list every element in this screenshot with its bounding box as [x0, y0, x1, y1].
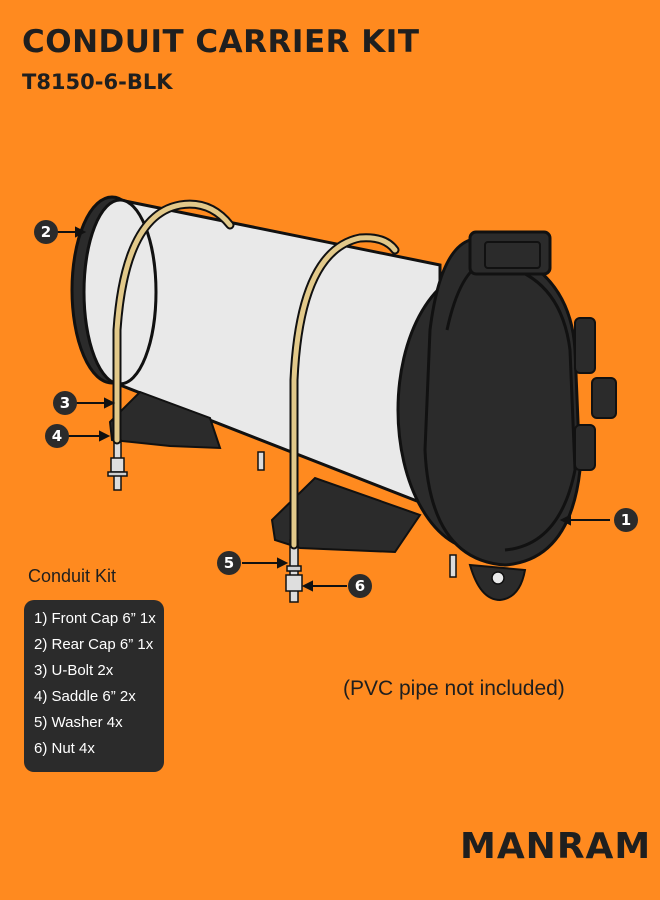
- svg-text:1: 1: [621, 511, 631, 529]
- callout-badge-4: 4: [45, 424, 69, 448]
- kit-item-front-cap: 1) Front Cap 6” 1x: [34, 610, 156, 627]
- u-bolt-rear: [112, 199, 235, 445]
- callout-badge-5: 5: [217, 551, 241, 575]
- callout-badge-3: 3: [53, 391, 77, 415]
- kit-item-saddle: 4) Saddle 6” 2x: [34, 688, 136, 705]
- svg-text:5: 5: [224, 554, 234, 572]
- callout-badge-1: 1: [614, 508, 638, 532]
- saddle-front: [270, 476, 422, 554]
- saddle-rear: [108, 390, 222, 450]
- svg-text:4: 4: [52, 427, 62, 445]
- kit-item-nut: 6) Nut 4x: [34, 740, 95, 757]
- svg-text:6: 6: [355, 577, 365, 595]
- svg-text:3: 3: [60, 394, 70, 412]
- front-cap: [396, 230, 617, 602]
- kit-list-title: Conduit Kit: [28, 566, 117, 586]
- nut-washer-left: [107, 457, 303, 592]
- callout-badge-6: 6: [348, 574, 372, 598]
- callout-badge-2: 2: [34, 220, 58, 244]
- page-title: CONDUIT CARRIER KIT: [22, 24, 420, 60]
- model-number: T8150-6-BLK: [22, 70, 173, 94]
- pvc-note: (PVC pipe not included): [343, 677, 565, 700]
- kit-item-washer: 5) Washer 4x: [34, 714, 123, 731]
- svg-text:2: 2: [41, 223, 51, 241]
- kit-item-u-bolt: 3) U-Bolt 2x: [34, 662, 114, 679]
- kit-item-rear-cap: 2) Rear Cap 6” 1x: [34, 636, 154, 653]
- kit-list: 1) Front Cap 6” 1x 2) Rear Cap 6” 1x 3) …: [24, 600, 164, 772]
- u-bolt-front: [289, 233, 400, 550]
- brand-logo: MANRAM: [460, 826, 652, 867]
- callout-lines: [57, 226, 610, 592]
